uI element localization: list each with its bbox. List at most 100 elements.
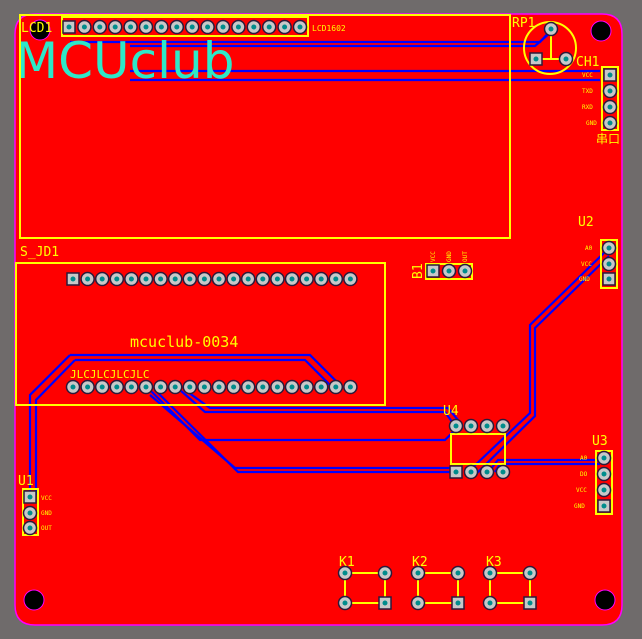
drill-hole bbox=[99, 276, 105, 282]
drill-hole bbox=[430, 268, 436, 274]
drill-hole bbox=[415, 570, 421, 576]
drill-hole bbox=[462, 268, 468, 274]
pads bbox=[22, 19, 618, 611]
drill-hole bbox=[333, 384, 339, 390]
drill-hole bbox=[216, 276, 222, 282]
traces bbox=[28, 29, 610, 495]
drill-hole bbox=[85, 384, 91, 390]
pin-label: A0 bbox=[585, 245, 593, 252]
drill-hole bbox=[606, 261, 612, 267]
u2-module[interactable]: U2 A0 VCC GND bbox=[578, 215, 618, 289]
lcd1-component[interactable]: LCD1 LCD1602 bbox=[19, 14, 511, 239]
drill-hole bbox=[260, 276, 266, 282]
drill-hole bbox=[274, 276, 280, 282]
pin-label: GND bbox=[41, 510, 52, 517]
drill-hole bbox=[245, 384, 251, 390]
lcd1-header-outline bbox=[61, 16, 309, 37]
drill-hole bbox=[347, 384, 353, 390]
drill-hole bbox=[274, 384, 280, 390]
pin-label: GND bbox=[574, 503, 585, 510]
pin-label: VCC bbox=[581, 261, 592, 268]
drill-hole bbox=[158, 24, 164, 30]
pin-label: RXD bbox=[582, 104, 593, 111]
s-jd1-ref: S_JD1 bbox=[20, 245, 59, 260]
drill-hole bbox=[85, 276, 91, 282]
drill-hole bbox=[487, 600, 493, 606]
drill-hole bbox=[500, 423, 506, 429]
drill-hole bbox=[289, 276, 295, 282]
lcd1-ref: LCD1 bbox=[21, 21, 52, 36]
drill-hole bbox=[318, 276, 324, 282]
drill-hole bbox=[415, 600, 421, 606]
drill-hole bbox=[484, 423, 490, 429]
drill-hole bbox=[231, 384, 237, 390]
mounting-hole bbox=[29, 19, 51, 41]
drill-hole bbox=[143, 384, 149, 390]
drill-hole bbox=[158, 276, 164, 282]
drill-hole bbox=[266, 24, 272, 30]
drill-hole bbox=[446, 268, 452, 274]
drill-hole bbox=[548, 26, 554, 32]
board-outline[interactable] bbox=[14, 13, 623, 626]
mounting-hole bbox=[594, 589, 616, 611]
drill-hole bbox=[97, 24, 103, 30]
drill-hole bbox=[251, 24, 257, 30]
jlc-text: JLCJLCJLCJLC bbox=[70, 368, 149, 381]
drill-hole bbox=[607, 104, 613, 110]
s-jd1-module[interactable]: S_JD1 mcuclub-0034 JLCJLCJLCJLC bbox=[15, 245, 386, 406]
drill-hole bbox=[563, 56, 569, 62]
pin-label: OUT bbox=[462, 251, 469, 262]
drill-hole bbox=[282, 24, 288, 30]
pin-label: VCC bbox=[41, 495, 52, 502]
drill-hole bbox=[216, 384, 222, 390]
drill-hole bbox=[220, 24, 226, 30]
lcd1-outline bbox=[19, 14, 511, 239]
drill-hole bbox=[143, 24, 149, 30]
u1-module[interactable]: U1 VCC GND OUT bbox=[18, 474, 52, 536]
drill-hole bbox=[484, 469, 490, 475]
ch1-connector[interactable]: CH1 串口 VCC TXD RXD GND bbox=[576, 55, 620, 146]
drill-hole bbox=[527, 600, 533, 606]
drill-hole bbox=[453, 469, 459, 475]
drill-hole bbox=[99, 384, 105, 390]
drill-hole bbox=[455, 570, 461, 576]
drill-hole bbox=[27, 494, 33, 500]
drill-hole bbox=[601, 455, 607, 461]
b1-ref: B1 bbox=[411, 263, 426, 279]
drill-hole bbox=[601, 471, 607, 477]
mounting-hole bbox=[590, 20, 612, 42]
drill-hole bbox=[245, 276, 251, 282]
drill-hole bbox=[527, 570, 533, 576]
drill-hole bbox=[187, 276, 193, 282]
drill-hole bbox=[143, 276, 149, 282]
drill-hole bbox=[70, 384, 76, 390]
u3-module[interactable]: U3 A0 DO VCC GND bbox=[574, 434, 613, 515]
drill-hole bbox=[533, 56, 539, 62]
drill-hole bbox=[606, 245, 612, 251]
drill-hole bbox=[27, 525, 33, 531]
pin-label: OUT bbox=[41, 525, 52, 532]
drill-hole bbox=[114, 276, 120, 282]
drill-hole bbox=[128, 276, 134, 282]
pin-label: VCC bbox=[576, 487, 587, 494]
drill-hole bbox=[260, 384, 266, 390]
drill-hole bbox=[487, 570, 493, 576]
drill-hole bbox=[453, 423, 459, 429]
drill-hole bbox=[128, 384, 134, 390]
drill-hole bbox=[382, 570, 388, 576]
mounting-hole bbox=[23, 589, 45, 611]
u3-ref: U3 bbox=[592, 434, 608, 449]
drill-hole bbox=[187, 384, 193, 390]
u4-ref: U4 bbox=[443, 404, 459, 419]
u4-chip[interactable]: U4 bbox=[443, 404, 506, 465]
board-text: mcuclub-0034 bbox=[130, 333, 238, 351]
drill-hole bbox=[468, 469, 474, 475]
drill-hole bbox=[205, 24, 211, 30]
pin-label: GND bbox=[446, 251, 453, 262]
drill-hole bbox=[235, 24, 241, 30]
drill-hole bbox=[158, 384, 164, 390]
drill-hole bbox=[70, 276, 76, 282]
drill-hole bbox=[112, 24, 118, 30]
pin-label: VCC bbox=[430, 251, 437, 262]
